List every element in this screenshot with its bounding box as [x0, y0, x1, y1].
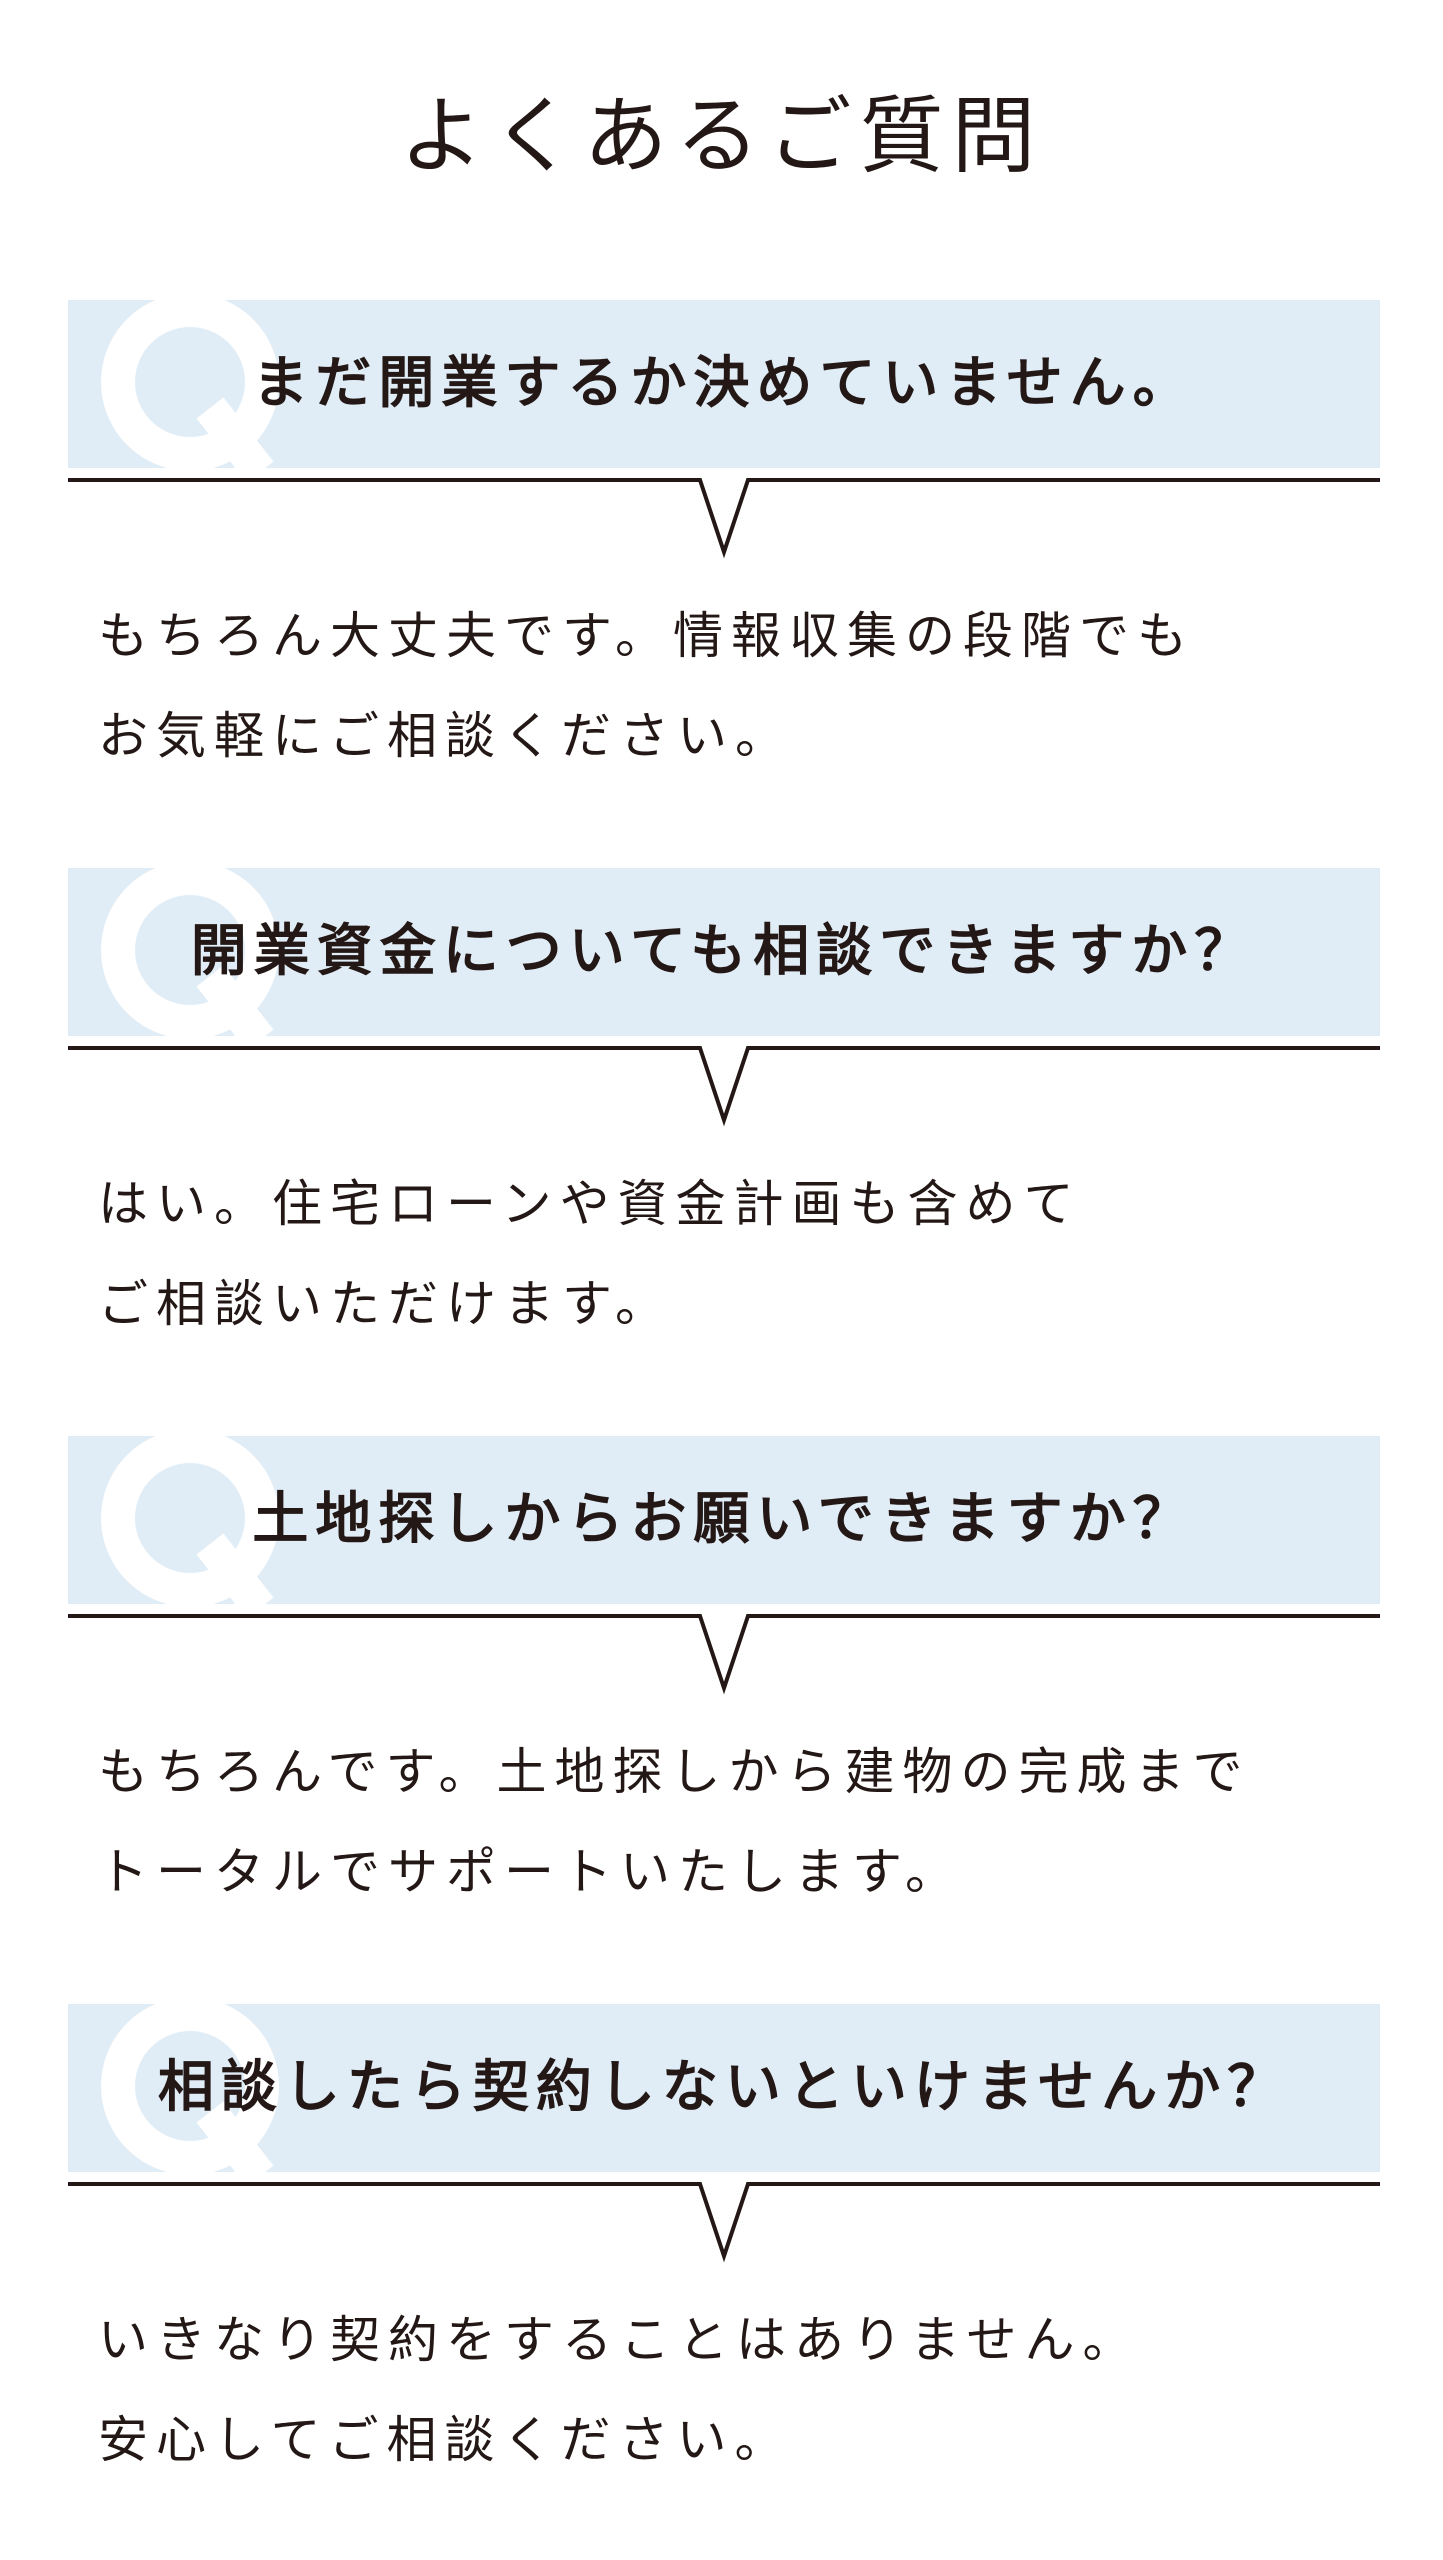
faq-item: 土地探しからお願いできますか？ もちろんです。土地探しから建物の完成まで トータ… — [68, 1436, 1380, 1936]
faq-item: 開業資金についても相談できますか？ はい。住宅ローンや資金計画も含めて ご相談い… — [68, 868, 1380, 1368]
answer-line: 安心してご相談ください。 — [98, 2411, 793, 2469]
question-text: 土地探しからお願いできますか？ — [252, 1487, 1196, 1552]
speech-pointer-divider — [68, 1614, 1380, 1695]
q-letter-icon — [101, 300, 279, 468]
answer-line: はい。住宅ローンや資金計画も含めて — [98, 1175, 1082, 1233]
speech-pointer-divider — [68, 478, 1380, 559]
question-band: まだ開業するか決めていません。 — [68, 300, 1380, 468]
answer-text: いきなり契約をすることはありません。 安心してご相談ください。 — [98, 2290, 1378, 2490]
faq-item: 相談したら契約しないといけませんか？ いきなり契約をすることはありません。 安心… — [68, 2004, 1380, 2504]
answer-line: もちろんです。土地探しから建物の完成まで — [98, 1743, 1251, 1801]
question-band: 土地探しからお願いできますか？ — [68, 1436, 1380, 1604]
answer-text: はい。住宅ローンや資金計画も含めて ご相談いただけます。 — [98, 1154, 1378, 1354]
answer-text: もちろんです。土地探しから建物の完成まで トータルでサポートいたします。 — [98, 1722, 1378, 1922]
speech-pointer-divider — [68, 2182, 1380, 2263]
question-text: まだ開業するか決めていません。 — [252, 351, 1196, 416]
faq-item: まだ開業するか決めていません。 もちろん大丈夫です。情報収集の段階でも お気軽に… — [68, 300, 1380, 800]
answer-text: もちろん大丈夫です。情報収集の段階でも お気軽にご相談ください。 — [98, 586, 1378, 786]
question-text: 相談したら契約しないといけませんか？ — [157, 2055, 1291, 2120]
question-text: 開業資金についても相談できますか？ — [190, 919, 1258, 984]
answer-line: トータルでサポートいたします。 — [98, 1843, 963, 1901]
page-title: よくあるご質問 — [399, 87, 1044, 185]
answer-line: お気軽にご相談ください。 — [98, 707, 793, 765]
q-letter-icon — [101, 2004, 279, 2172]
answer-line: ご相談いただけます。 — [98, 1275, 673, 1333]
answer-line: いきなり契約をすることはありません。 — [98, 2311, 1141, 2369]
question-band: 開業資金についても相談できますか？ — [68, 868, 1380, 1036]
q-letter-icon — [101, 868, 279, 1036]
question-band: 相談したら契約しないといけませんか？ — [68, 2004, 1380, 2172]
answer-line: もちろん大丈夫です。情報収集の段階でも — [98, 607, 1195, 665]
speech-pointer-divider — [68, 1046, 1380, 1127]
q-letter-icon — [101, 1436, 279, 1604]
